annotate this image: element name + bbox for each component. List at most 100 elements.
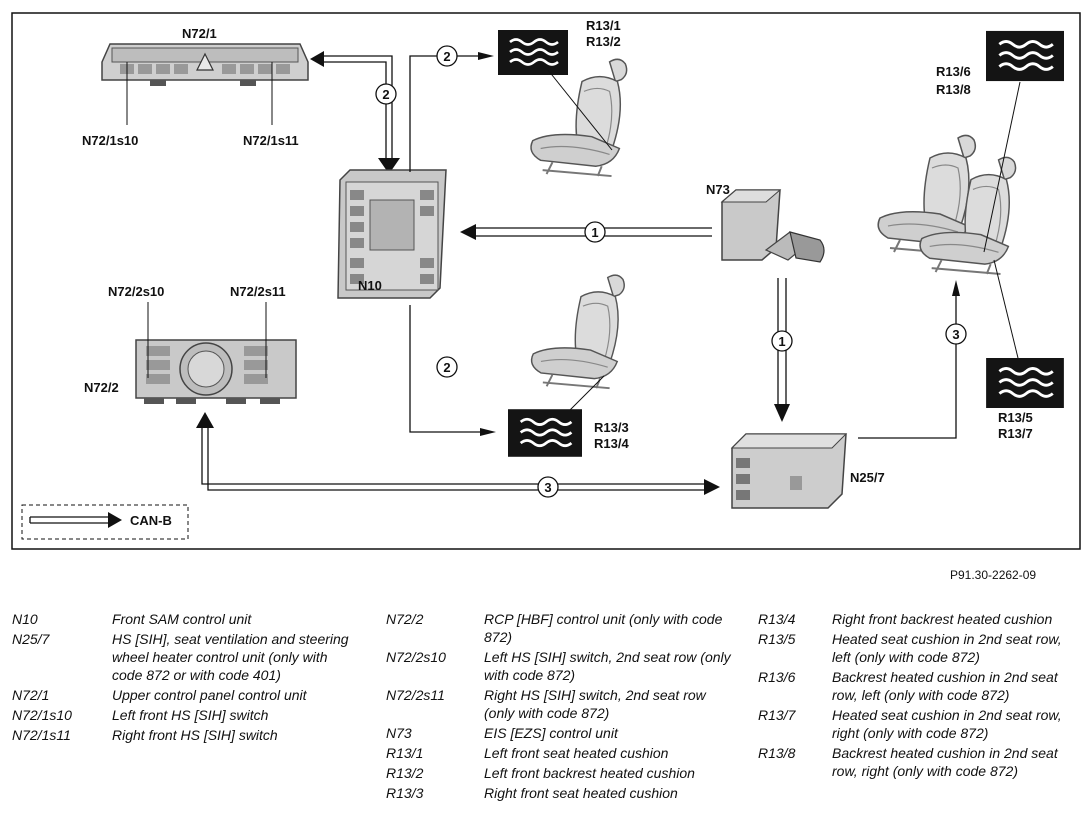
legend-row: R13/8 Backrest heated cushion in 2nd seat… xyxy=(758,744,1078,780)
connection-number: 3 xyxy=(544,480,551,495)
legend-description: Left front backrest heated cushion xyxy=(484,765,695,781)
label-r13-6: R13/6 xyxy=(936,64,971,79)
connection-badge-1 xyxy=(584,221,606,243)
legend-row: R13/3 Right front seat heated cushion xyxy=(386,784,731,802)
legend-description: Right front seat heated cushion xyxy=(484,785,678,801)
key-label: CAN-B xyxy=(130,513,172,528)
legend-code: R13/1 xyxy=(386,745,424,761)
leader-line xyxy=(993,259,1019,359)
connection-badge-1 xyxy=(771,330,793,352)
can-b-link-n72-1-n10 xyxy=(310,51,400,174)
legend-code: N72/1s11 xyxy=(12,727,71,743)
rear-control-panel-image xyxy=(135,339,297,404)
connection-number: 3 xyxy=(952,327,959,342)
eis-control-unit-image xyxy=(720,189,825,263)
label-n10: N10 xyxy=(358,278,382,293)
legend-code: N73 xyxy=(386,725,412,741)
figure-reference: P91.30-2262-09 xyxy=(950,568,1037,582)
label-n72-1s10: N72/1s10 xyxy=(82,133,138,148)
upper-control-panel-image xyxy=(101,43,309,86)
legend-description: Front SAM control unit xyxy=(112,611,252,627)
leader-line xyxy=(569,375,605,411)
legend-row: N72/1s10 Left front HS [SIH] switch xyxy=(12,706,357,724)
legend-description: RCP [HBF] control unit (only with code 8… xyxy=(484,611,723,645)
connection-number: 1 xyxy=(778,334,785,349)
connection-badge-2 xyxy=(375,83,397,105)
label-n72-2: N72/2 xyxy=(84,380,119,395)
legend-row: R13/6 Backrest heated cushion in 2nd seat… xyxy=(758,668,1078,704)
legend-description: Heated seat cushion in 2nd seat row, rig… xyxy=(832,707,1062,741)
seat-icon-front-left xyxy=(529,58,628,178)
leader-line xyxy=(547,69,613,151)
label-n25-7: N25/7 xyxy=(850,470,885,485)
legend-column-2: N72/2 RCP [HBF] control unit (only with c… xyxy=(386,610,731,804)
legend-code: N72/2s10 xyxy=(386,649,446,665)
label-r13-2: R13/2 xyxy=(586,34,621,49)
legend-row: N25/7 HS [SIH], seat ventilation and stee… xyxy=(12,630,357,684)
wire-n10-r13-3 xyxy=(409,305,482,433)
key-box xyxy=(21,504,189,540)
diagram-canvas: N72/1 N72/1s10 N72/1s11 2 N10 2 2 R13/1 … xyxy=(11,12,1081,550)
legend-description: HS [SIH], seat ventilation and steering … xyxy=(112,631,349,683)
legend-row: R13/1 Left front seat heated cushion xyxy=(386,744,731,762)
heater-icon-r13-5 xyxy=(986,358,1064,408)
legend-code: R13/7 xyxy=(758,707,796,723)
label-n72-1s11: N72/1s11 xyxy=(243,133,299,148)
legend-code: N72/1 xyxy=(12,687,50,703)
legend-description: Backrest heated cushion in 2nd seat row,… xyxy=(832,745,1058,779)
legend-code: R13/2 xyxy=(386,765,424,781)
label-r13-7: R13/7 xyxy=(998,426,1033,441)
legend-description: Right HS [SIH] switch, 2nd seat row (onl… xyxy=(484,687,706,721)
label-r13-8: R13/8 xyxy=(936,82,971,97)
arrow-head xyxy=(952,280,960,296)
connection-badge-3 xyxy=(945,323,967,345)
legend-code: N72/2s11 xyxy=(386,687,445,703)
legend-row: N72/1 Upper control panel control unit xyxy=(12,686,357,704)
connection-badge-2 xyxy=(436,356,458,378)
connection-badge-2 xyxy=(436,45,458,67)
label-r13-5: R13/5 xyxy=(998,410,1033,425)
legend-description: Left front seat heated cushion xyxy=(484,745,669,761)
heater-icon-r13-1 xyxy=(498,30,568,75)
legend-description: Left front HS [SIH] switch xyxy=(112,707,269,723)
seat-heater-control-unit-image xyxy=(730,433,848,509)
legend-code: N25/7 xyxy=(12,631,50,647)
heater-icon-r13-3 xyxy=(508,408,582,458)
legend-description: Right front HS [SIH] switch xyxy=(112,727,278,743)
label-n72-1: N72/1 xyxy=(182,26,217,41)
label-r13-3: R13/3 xyxy=(594,420,629,435)
wire-n25-7-rear-seats xyxy=(858,294,957,439)
can-b-key-arrow xyxy=(29,512,122,528)
legend-code: N72/2 xyxy=(386,611,424,627)
front-sam-control-unit-image xyxy=(337,169,447,299)
legend-row: N72/1s11 Right front HS [SIH] switch xyxy=(12,726,357,744)
legend-description: Backrest heated cushion in 2nd seat row,… xyxy=(832,669,1058,703)
label-r13-4: R13/4 xyxy=(594,436,629,451)
heater-icon-r13-6 xyxy=(986,30,1064,82)
label-n73: N73 xyxy=(706,182,730,197)
connection-number: 2 xyxy=(443,49,450,64)
label-n72-2s11: N72/2s11 xyxy=(230,284,286,299)
legend-description: Left HS [SIH] switch, 2nd seat row (only… xyxy=(484,649,731,683)
legend-code: R13/8 xyxy=(758,745,796,761)
legend-row: N72/2s11 Right HS [SIH] switch, 2nd seat … xyxy=(386,686,731,722)
connection-number: 1 xyxy=(591,225,598,240)
arrow-head xyxy=(478,52,494,60)
diagram-frame xyxy=(11,12,1081,550)
legend-description: Heated seat cushion in 2nd seat row, lef… xyxy=(832,631,1062,665)
can-b-link-n72-2-n25-7 xyxy=(196,412,720,495)
legend-row: N72/2s10 Left HS [SIH] switch, 2nd seat r… xyxy=(386,648,731,684)
label-r13-1: R13/1 xyxy=(586,18,621,33)
legend-code: N72/1s10 xyxy=(12,707,72,723)
legend-code: R13/3 xyxy=(386,785,424,801)
legend-description: Right front backrest heated cushion xyxy=(832,611,1053,627)
arrow-head xyxy=(480,428,496,436)
legend-description: Upper control panel control unit xyxy=(112,687,307,703)
legend-code: R13/6 xyxy=(758,669,796,685)
